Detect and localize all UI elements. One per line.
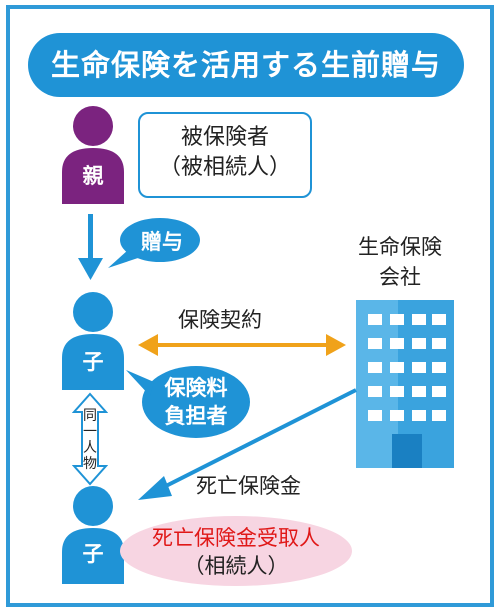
diagram-title: 生命保険を活用する生前贈与 — [28, 33, 464, 97]
company-label: 生命保険 会社 — [352, 232, 448, 292]
same-person-char-2: 一 — [83, 424, 97, 440]
company-line2: 会社 — [379, 265, 421, 289]
contract-arrow — [138, 334, 346, 356]
gift-bubble — [108, 218, 200, 268]
child-bottom-figure — [62, 486, 124, 584]
premium-payer-line2: 負担者 — [164, 404, 228, 428]
insurance-company-building-icon — [356, 300, 454, 468]
parent-figure — [62, 106, 124, 204]
premium-payer-bubble — [126, 366, 250, 438]
parent-label: 親 — [82, 164, 104, 188]
insured-line1: 被保険者 — [180, 125, 269, 150]
gift-label: 贈与 — [141, 230, 183, 254]
same-person-char-4: 物 — [83, 456, 97, 472]
premium-payer-label: 保険料 負担者 — [150, 374, 242, 430]
child-top-figure — [62, 292, 124, 390]
same-person-text: 同 一 人 物 — [80, 408, 100, 472]
same-person-arrow — [72, 392, 108, 486]
death-benefit-arrow — [138, 388, 357, 500]
receiver-badge: 死亡保険金受取人 （相続人） — [120, 516, 352, 586]
contract-label: 保険契約 — [178, 308, 262, 332]
receiver-line1: 死亡保険金受取人 — [152, 526, 320, 550]
child-top-label: 子 — [82, 350, 104, 374]
insured-line2: （被相続人） — [158, 155, 291, 180]
same-person-char-1: 同 — [83, 408, 97, 424]
insured-box: 被保険者 （被相続人） — [138, 112, 312, 198]
child-bottom-label: 子 — [82, 542, 104, 566]
company-line1: 生命保険 — [358, 235, 442, 259]
same-person-char-3: 人 — [83, 440, 97, 456]
premium-payer-line1: 保険料 — [164, 376, 228, 400]
death-benefit-label: 死亡保険金 — [196, 474, 301, 498]
receiver-line2: （相続人） — [183, 554, 289, 578]
gift-down-arrow — [78, 214, 103, 280]
